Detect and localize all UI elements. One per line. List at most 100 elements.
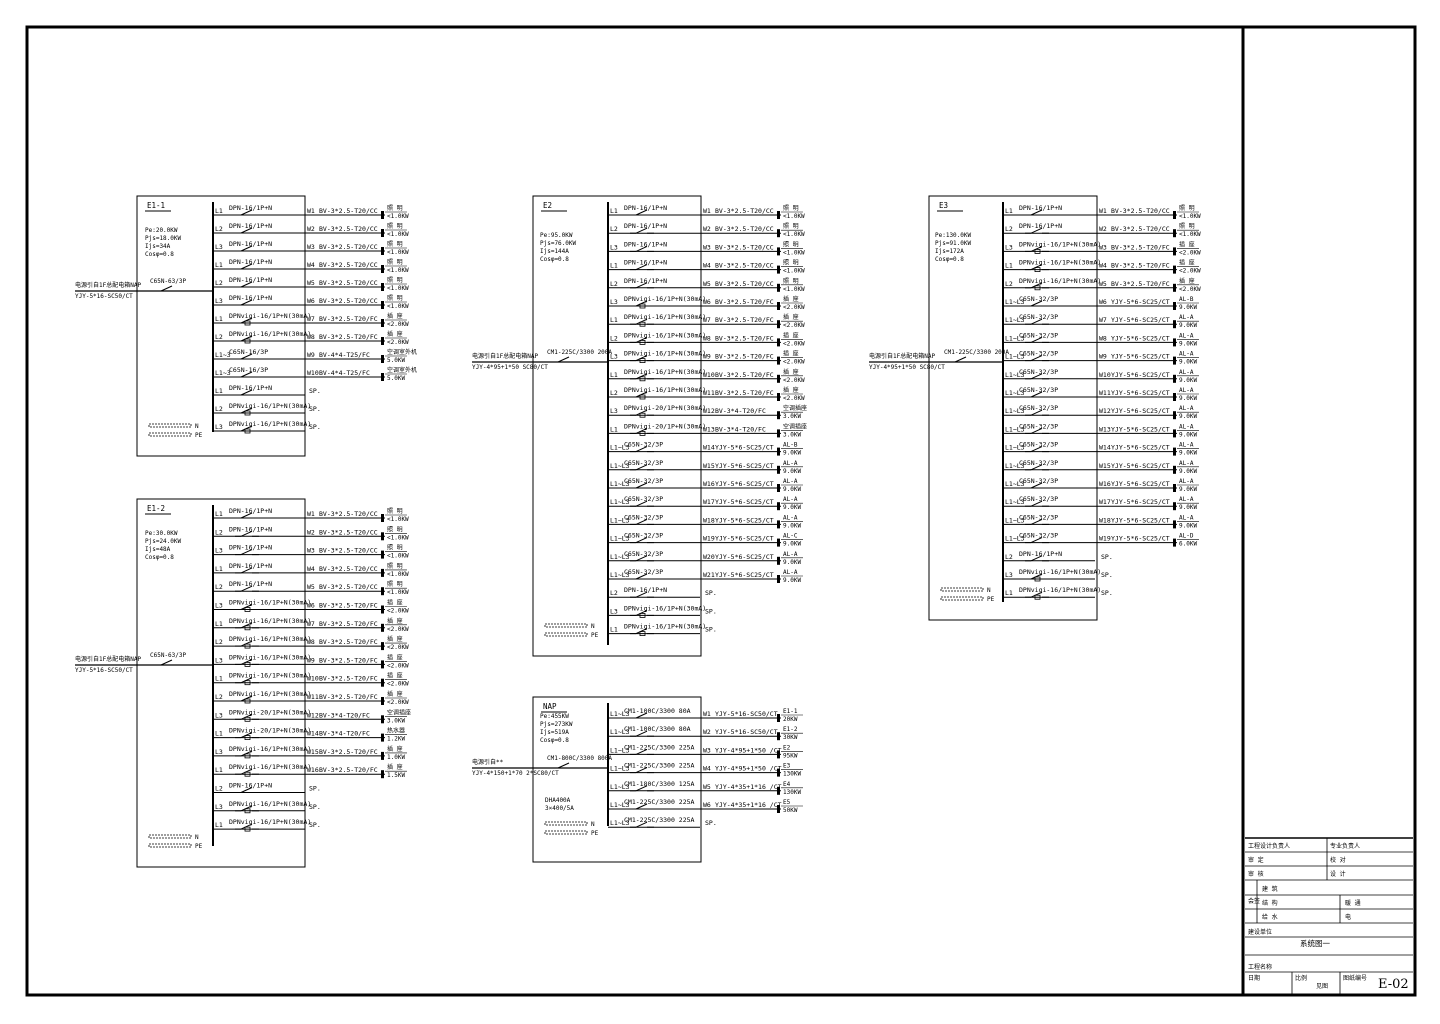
circuit-power: <2.0KW <box>783 395 805 402</box>
engineering-label: 工程名称 <box>1248 963 1272 971</box>
circuit-number: W10 <box>1099 371 1111 379</box>
circuit-cable: BV-3*2.5-T20/FC <box>319 693 378 701</box>
load-terminal <box>1173 411 1176 420</box>
circuit-load: AL-A <box>1179 369 1194 376</box>
scale-label: 比例 <box>1295 974 1307 982</box>
circuit-load: 插 座 <box>387 635 403 643</box>
circuit-switch: C65N-32/3P <box>1019 459 1058 467</box>
circuit-number: W3 <box>703 746 711 754</box>
incoming-cable: YJY-4*95+1*50 SC80/CT <box>472 364 548 371</box>
circuit-number: W16 <box>307 766 319 774</box>
circuit-number: W6 <box>1099 298 1107 306</box>
circuit-cable: YJY-5*6-SC25/CT <box>1111 444 1170 452</box>
circuit-breaker-blade <box>240 732 253 739</box>
panel-param: Cosφ=0.8 <box>540 737 569 744</box>
main-breaker-label: C65N-63/3P <box>150 652 187 659</box>
load-terminal <box>381 247 384 255</box>
panel-title: NAP <box>543 702 557 711</box>
circuit-switch: C65N-32/3P <box>624 495 663 503</box>
circuit-cable: BV-3*2.5-T20/CC <box>715 280 774 288</box>
circuit-switch: DPN-16/1P+N <box>1019 222 1062 230</box>
circuit-number: W11 <box>703 389 715 397</box>
circuit-breaker-blade <box>240 823 253 830</box>
circuit-phase: L2 <box>610 589 618 597</box>
circuit-phase: L1 <box>215 261 223 269</box>
circuit-spare: SP. <box>309 803 321 811</box>
circuit-load: AL-C <box>783 533 798 540</box>
circuit-phase: L1~L3 <box>610 819 630 827</box>
main-breaker-blade <box>954 356 967 363</box>
circuit-cable: BV-3*2.5-T20/FC <box>715 389 774 397</box>
main-breaker-blade <box>557 356 570 363</box>
pe-label: PE <box>591 632 599 639</box>
circuit-switch: DPNvigi-16/1P+N(30mA) <box>624 350 706 358</box>
circuit-cable: BV-3*2.5-T20/FC <box>715 334 774 342</box>
circuit-breaker-blade <box>1030 245 1043 252</box>
circuit-switch: C65N-32/3P <box>1019 404 1058 412</box>
circuit-phase: L1~L3 <box>1005 535 1025 543</box>
circuit-phase: L1~L3 <box>610 571 630 579</box>
circuit-load: 插 座 <box>387 653 403 661</box>
circuit-cable: BV-3*2.5-T20/FC <box>715 298 774 306</box>
circuit-phase: L2 <box>215 785 223 793</box>
circuit-cable: YJY-5*6-SC25/CT <box>1111 480 1170 488</box>
circuit-phase: L2 <box>215 693 223 701</box>
load-terminal <box>777 374 780 383</box>
circuit-switch: DPN-16/1P+N <box>229 544 272 552</box>
circuit-phase: L1 <box>610 626 618 634</box>
circuit-breaker-blade <box>240 658 253 665</box>
load-terminal <box>1173 374 1176 383</box>
circuit-number: W6 <box>307 297 315 305</box>
circuit-phase: L2 <box>610 334 618 342</box>
circuit-power: 9.0KW <box>783 450 801 457</box>
circuit-cable: BV-3*2.5-T20/FC <box>319 602 378 610</box>
circuit-load: 照 明 <box>387 295 403 302</box>
circuit-breaker-blade <box>1030 355 1043 362</box>
main-breaker-label: CM1-225C/3300 200A <box>944 349 1009 356</box>
circuit-phase: L1 <box>215 730 223 738</box>
circuit-cable: BV-3*2.5-T20/FC <box>319 675 378 683</box>
load-terminal <box>777 393 780 401</box>
circuit-phase: L1~L3 <box>1005 298 1025 306</box>
circuit-power: <2.0KW <box>387 608 409 615</box>
circuit-switch: DPN-16/1P+N <box>229 222 272 230</box>
load-terminal <box>777 465 780 474</box>
circuit-cable: YJY-5*6-SC25/CT <box>1111 298 1170 306</box>
circuit-cable: BV-3*2.5-T20/FC <box>1111 243 1170 251</box>
load-terminal <box>777 338 780 347</box>
circuit-cable: BV-3*2.5-T20/CC <box>1111 225 1170 233</box>
load-terminal <box>381 623 384 632</box>
circuit-breaker-blade <box>1030 209 1043 216</box>
circuit-load: AL-A <box>1179 442 1194 449</box>
sign-field: 电 <box>1345 913 1351 921</box>
circuit-load: 插 座 <box>1179 240 1195 248</box>
circuit-number: W10 <box>703 371 715 379</box>
pe-label: PE <box>591 830 599 837</box>
circuit-cable: BV-3*2.5-T20/FC <box>319 620 378 628</box>
load-terminal <box>1173 356 1176 365</box>
circuit-power: <2.0KW <box>387 321 409 328</box>
circuit-phase: L1~L3 <box>1005 353 1025 361</box>
load-terminal <box>777 538 780 547</box>
circuit-breaker-blade <box>635 446 648 453</box>
circuit-cable: YJY-4*95+1*50 /CT <box>715 765 782 773</box>
circuit-power: <1.0KW <box>387 213 409 220</box>
circuit-cable: YJY-4*35+1*16 /CT <box>715 801 782 809</box>
incoming-cable: YJY-4*95+1*50 SC80/CT <box>869 364 945 371</box>
circuit-power: 9.0KW <box>1179 304 1197 311</box>
circuit-switch: DPNvigi-16/1P+N(30mA) <box>1019 586 1101 594</box>
circuit-switch: DPNvigi-16/1P+N(30mA) <box>624 604 706 612</box>
circuit-phase: L3 <box>215 602 223 610</box>
circuit-number: W4 <box>703 765 711 773</box>
